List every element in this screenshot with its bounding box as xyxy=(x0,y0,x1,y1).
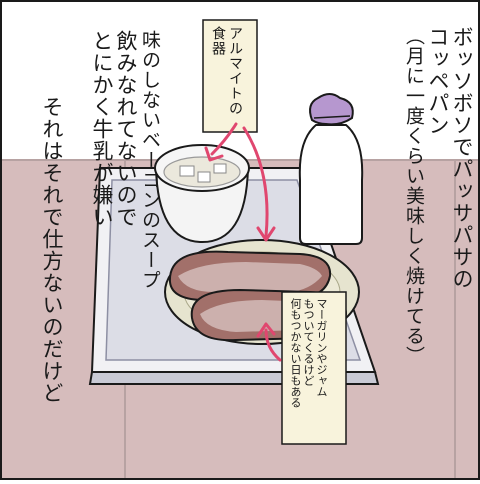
narration-line: それはそれで仕方ないのだけど xyxy=(40,96,64,404)
label-box-margarine xyxy=(281,291,347,445)
label-line: もついてくるけど xyxy=(302,298,315,386)
narration-line: 飲みなれてないので xyxy=(114,30,138,228)
narration-line: ボッソボソでパッサパサの xyxy=(450,26,474,290)
label-line: 何もつかない日もある xyxy=(289,298,302,408)
arrow-to-bowl xyxy=(204,122,238,162)
narration-left: それはそれで仕方ないのだけど xyxy=(40,96,64,404)
bacon-piece xyxy=(213,163,227,174)
narration-right: ボッソボソでパッサパサの コッペパン （月に一度くらい美味しく焼けてる） xyxy=(402,26,474,366)
soup-bowl xyxy=(154,144,250,244)
narration-line: 味のしないベーコンのスープ xyxy=(139,30,161,290)
label-box-tableware xyxy=(202,19,258,133)
arrow-to-bread xyxy=(242,126,276,242)
bottle-lid xyxy=(309,93,354,126)
label-line: マーガリンやジャム xyxy=(315,298,328,397)
narration-line: （月に一度くらい美味しく焼けてる） xyxy=(403,26,425,366)
milk-bottle xyxy=(298,93,364,245)
bacon-piece xyxy=(197,171,211,183)
narration-line: コッペパン xyxy=(426,26,450,136)
label-tableware: アルマイトの 食器 xyxy=(209,26,243,116)
narration-middle: 味のしないベーコンのスープ 飲みなれてないので とにかく牛乳が嫌い xyxy=(90,30,162,290)
label-line: アルマイトの xyxy=(227,26,243,116)
label-margarine: マーガリンやジャム もついてくるけど 何もつかない日もある xyxy=(289,298,328,408)
label-line: 食器 xyxy=(210,26,226,56)
bacon-piece xyxy=(179,165,195,177)
narration-line: とにかく牛乳が嫌い xyxy=(90,30,114,228)
arrow-to-plate xyxy=(256,322,282,362)
bread-roll xyxy=(168,250,332,302)
